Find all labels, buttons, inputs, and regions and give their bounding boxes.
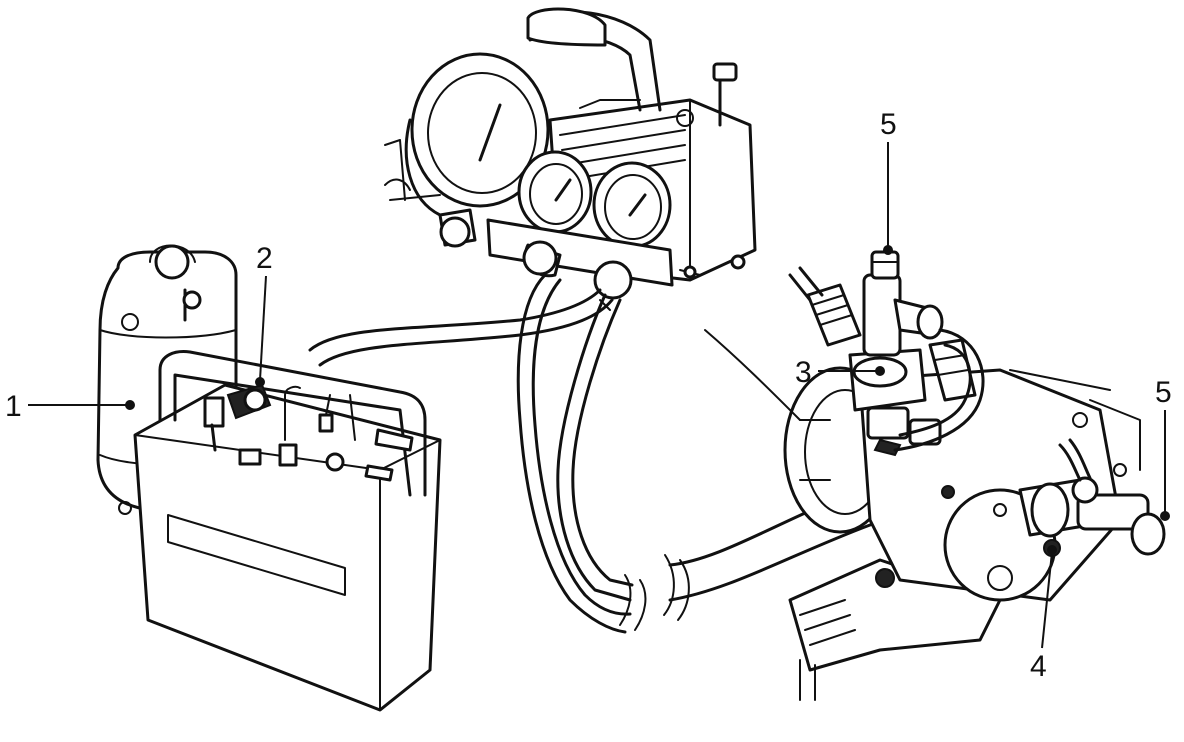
callout-label-1: 1 [5, 390, 22, 423]
callout-5-upper: 5 [880, 108, 897, 255]
callout-3: 3 [795, 356, 885, 389]
callout-5-lower: 5 [1155, 376, 1172, 521]
charging-case [133, 350, 442, 712]
manifold-gauge-station [384, 7, 757, 311]
compressor-assembly [704, 250, 1166, 701]
callout-1: 1 [5, 390, 135, 423]
callout-label-5-upper: 5 [880, 108, 897, 141]
callout-4: 4 [1030, 545, 1057, 683]
callout-label-2: 2 [256, 242, 273, 275]
callout-label-5-lower: 5 [1155, 376, 1172, 409]
callout-label-4: 4 [1030, 650, 1047, 683]
callout-label-3: 3 [795, 356, 812, 389]
callout-2: 2 [255, 242, 273, 387]
